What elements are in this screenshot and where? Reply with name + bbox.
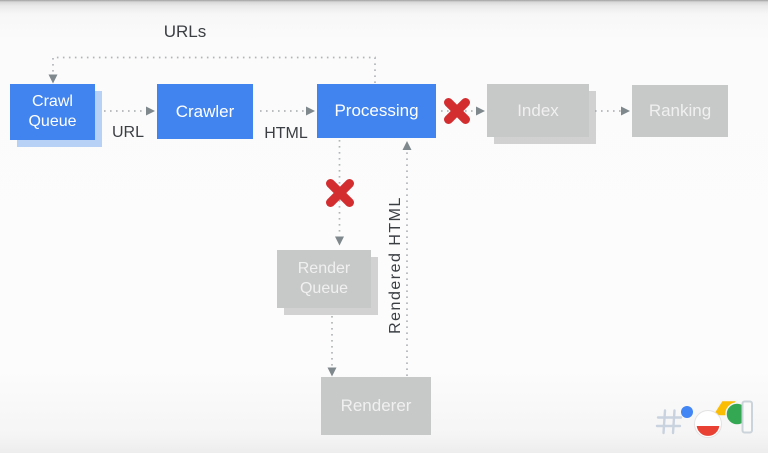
arrowhead-down-icon bbox=[335, 236, 344, 246]
edge-label-url: URL bbox=[111, 124, 144, 141]
node-index: Index bbox=[487, 84, 589, 137]
arrowhead-right-icon bbox=[306, 106, 315, 116]
arrowhead-up-icon bbox=[402, 141, 412, 150]
node-render-queue: Render Queue bbox=[277, 250, 371, 308]
google-io-logo bbox=[650, 396, 760, 444]
hashtag-icon bbox=[655, 409, 683, 435]
edge-label-rendered-html: Rendered HTML bbox=[387, 196, 404, 334]
node-processing: Processing bbox=[317, 84, 436, 138]
arrowhead-down-icon bbox=[327, 367, 337, 377]
node-crawler: Crawler bbox=[157, 84, 253, 139]
node-renderer: Renderer bbox=[321, 377, 431, 435]
node-ranking: Ranking bbox=[632, 85, 728, 137]
digit-outline-icon bbox=[741, 400, 753, 434]
arrowhead-right-icon bbox=[146, 106, 155, 116]
blue-dot-icon bbox=[681, 406, 693, 418]
node-crawl-queue: Crawl Queue bbox=[10, 84, 95, 140]
blocked-x-icon bbox=[326, 179, 354, 207]
arrowhead-down-icon bbox=[48, 74, 58, 84]
arrowhead-right-icon bbox=[476, 106, 485, 116]
edge-processing-to-crawl-queue bbox=[52, 56, 376, 83]
arrowhead-right-icon bbox=[621, 106, 630, 116]
edge-label-urls: URLs bbox=[163, 22, 207, 41]
edge-label-html: HTML bbox=[264, 125, 308, 142]
io-red-half-icon bbox=[696, 426, 720, 436]
blocked-x-icon bbox=[444, 98, 470, 124]
